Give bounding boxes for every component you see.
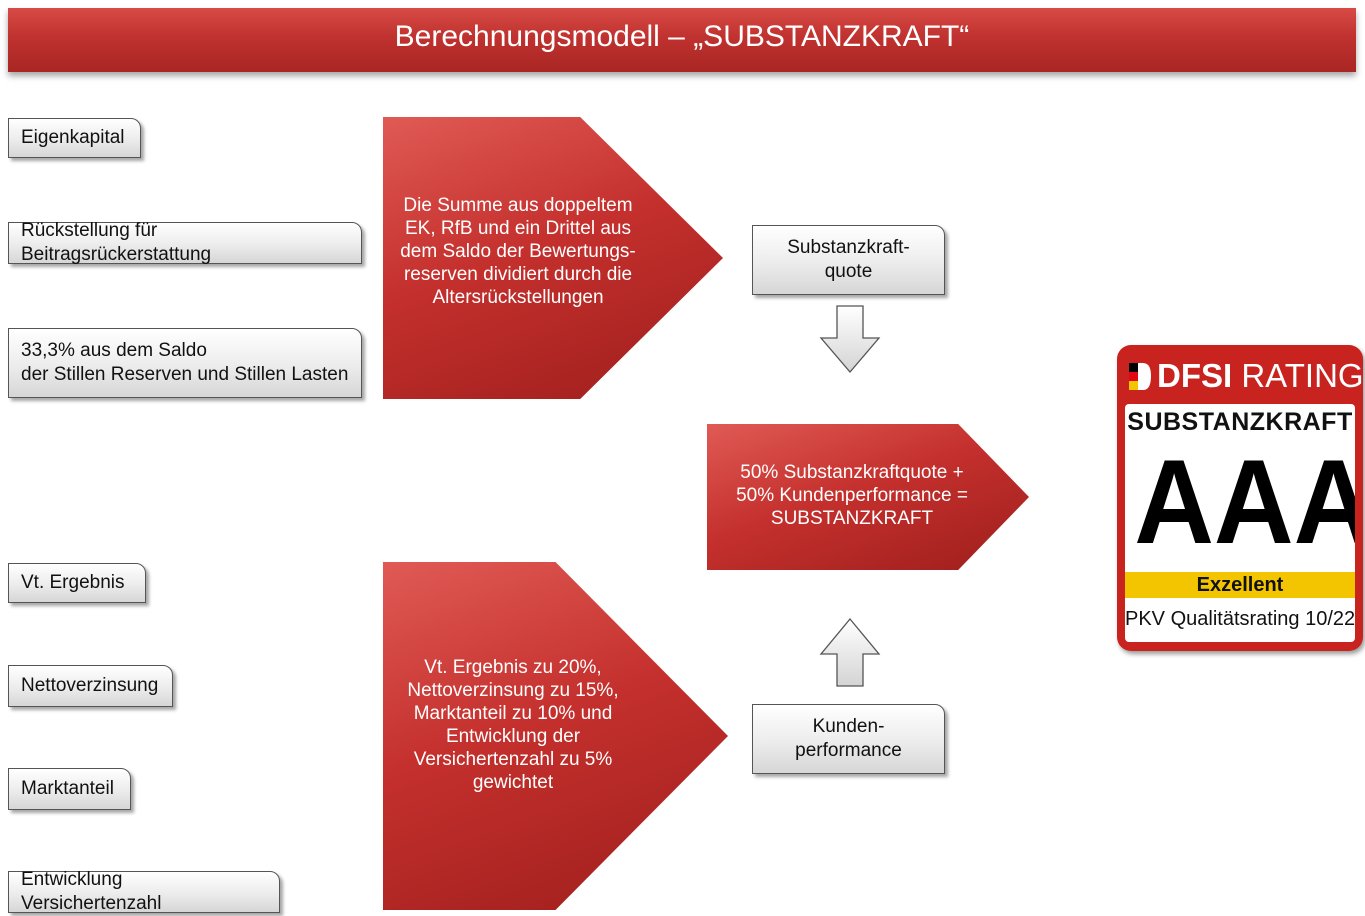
input-box-stille-reserven: 33,3% aus dem Saldo der Stillen Reserven…: [8, 328, 362, 398]
input-box-nettoverzinsung: Nettoverzinsung: [8, 665, 173, 707]
arrow-text-line: Altersrückstellungen: [432, 287, 604, 308]
input-box-versichertenzahl: Entwicklung Versichertenzahl: [8, 869, 280, 914]
dfsi-logo-icon: [1129, 363, 1151, 390]
arrow-text-line: Versichertenzahl zu 5%: [413, 749, 613, 770]
arrow-text-line: 50% Kundenperformance =: [736, 485, 968, 506]
arrow-text-line: 50% Substanzkraftquote +: [740, 462, 964, 483]
arrow-text-line: Die Summe aus doppeltem: [403, 195, 633, 216]
input-box-label: Rückstellung für Beitragsrückerstattung: [21, 220, 212, 265]
title-banner: Berechnungsmodell – „SUBSTANZKRAFT“: [8, 8, 1356, 72]
badge-category: SUBSTANZKRAFT: [1127, 408, 1353, 436]
result-arrow: [707, 424, 1029, 570]
arrow-text-line: Marktanteil zu 10% und: [413, 703, 613, 724]
input-box-label-line-2: der Stillen Reserven und Stillen Lasten: [21, 364, 349, 385]
result-arrow-text: 50% Substanzkraftquote + 50% Kundenperfo…: [712, 461, 992, 530]
arrow-text-line: Nettoverzinsung zu 15%,: [407, 680, 619, 701]
output-box-label-line-2: performance: [795, 740, 902, 761]
badge-panel: SUBSTANZKRAFT AAA Exzellent PKV Qualität…: [1125, 404, 1355, 642]
input-box-label-line-1: 33,3% aus dem Saldo: [21, 340, 207, 361]
arrow-text-line: reserven dividiert durch die: [403, 264, 633, 285]
arrow-text-line: Entwicklung der: [445, 726, 581, 747]
input-box-label: Marktanteil: [21, 778, 114, 799]
input-box-label: Eigenkapital: [21, 127, 125, 148]
arrow-text-line: SUBSTANZKRAFT: [770, 508, 934, 529]
input-box-label: Nettoverzinsung: [21, 675, 159, 696]
output-box-label-line-2: quote: [824, 261, 873, 282]
arrow-down-icon: [819, 305, 881, 374]
page-title: Berechnungsmodell – „SUBSTANZKRAFT“: [394, 20, 970, 53]
badge-grade: AAA: [1134, 435, 1355, 569]
badge-verdict: Exzellent: [1125, 572, 1355, 598]
output-box-label-line-1: Kunden-: [812, 716, 885, 737]
arrow-text-line: gewichtet: [472, 772, 554, 793]
input-box-vt-ergebnis: Vt. Ergebnis: [8, 563, 146, 603]
arrow-text-line: Vt. Ergebnis zu 20%,: [424, 657, 602, 678]
input-box-label: Entwicklung Versichertenzahl: [21, 869, 162, 914]
input-box-eigenkapital: Eigenkapital: [8, 118, 141, 158]
arrow-up-icon: [819, 617, 881, 687]
calculation-arrow-bottom-text: Vt. Ergebnis zu 20%, Nettoverzinsung zu …: [393, 656, 633, 794]
arrow-text-line: dem Saldo der Bewertungs-: [400, 241, 636, 262]
input-box-rueckstellung: Rückstellung für Beitragsrückerstattung: [8, 220, 362, 265]
output-box-label-line-1: Substanzkraft-: [787, 237, 910, 258]
badge-brand-name: DFSI: [1157, 357, 1233, 394]
input-box-marktanteil: Marktanteil: [8, 768, 131, 810]
output-box-substanzkraftquote: Substanzkraft- quote: [752, 225, 945, 295]
input-box-label: Vt. Ergebnis: [21, 572, 125, 593]
arrow-text-line: EK, RfB und ein Drittel aus: [405, 218, 631, 239]
output-box-kundenperformance: Kunden- performance: [752, 704, 945, 774]
calculation-arrow-top-text: Die Summe aus doppeltem EK, RfB und ein …: [393, 194, 643, 309]
badge-footer: PKV Qualitätsrating 10/22: [1125, 608, 1355, 630]
